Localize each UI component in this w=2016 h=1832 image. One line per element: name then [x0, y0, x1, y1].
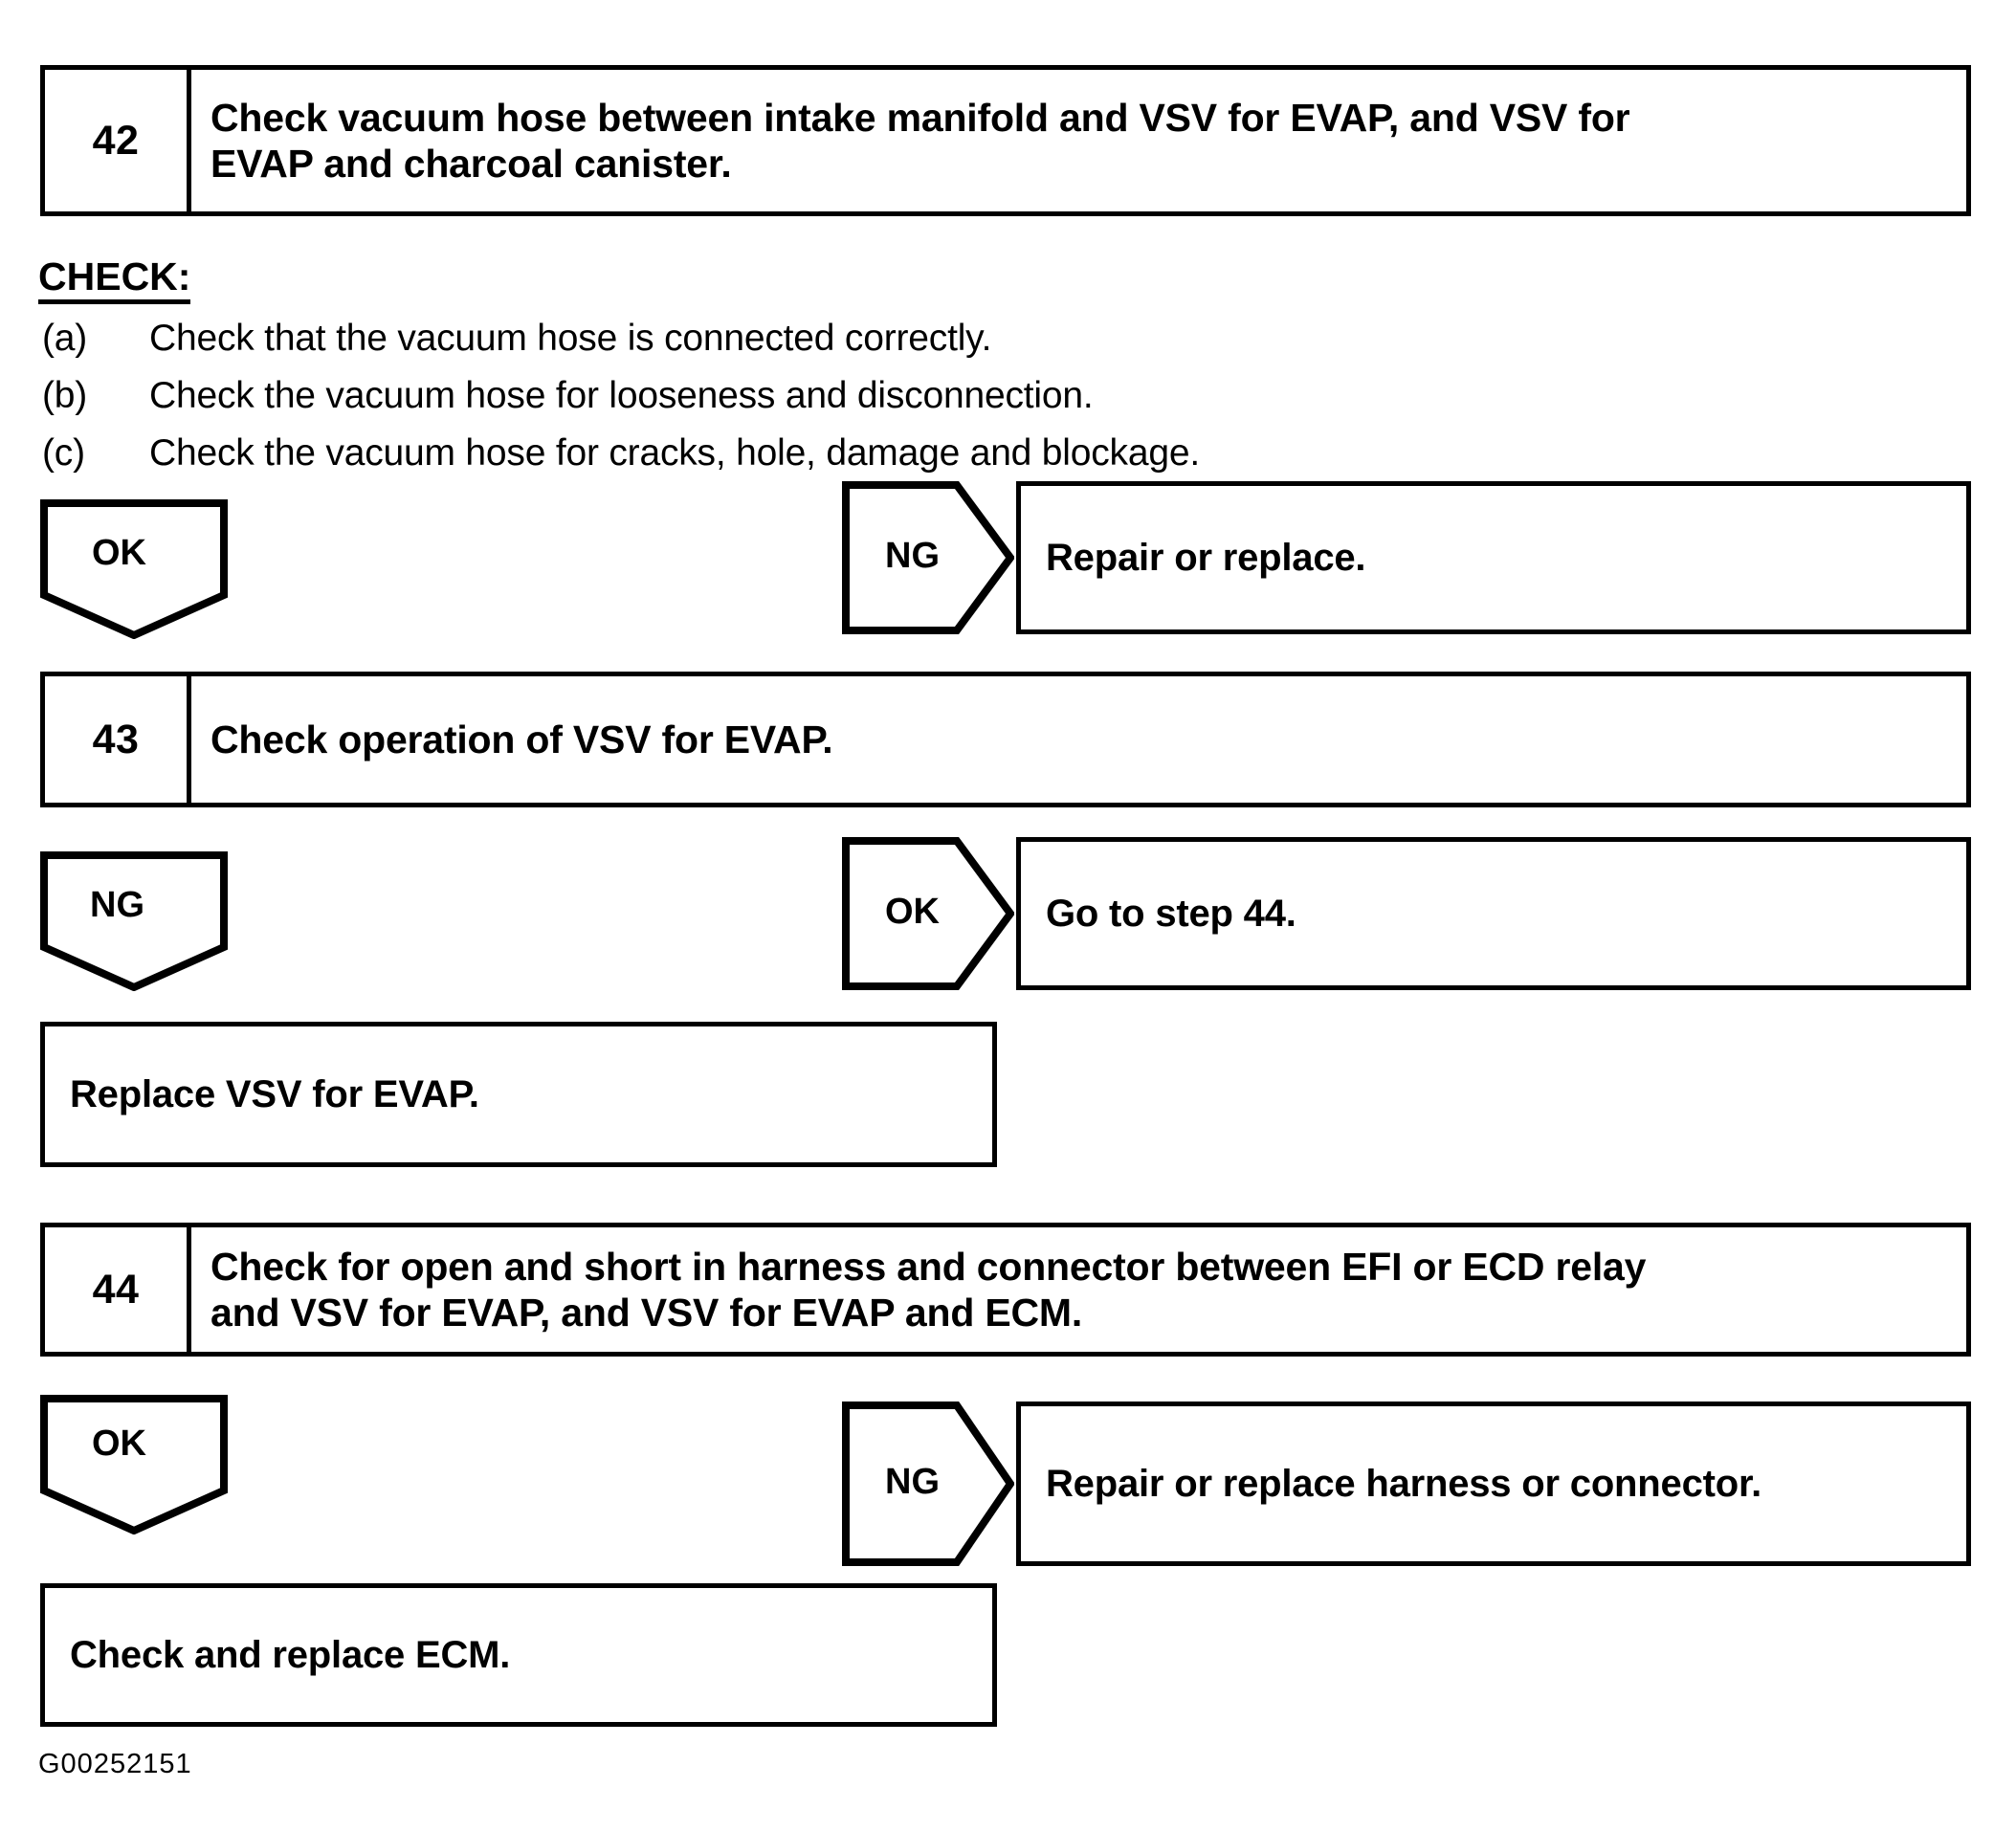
pentagon-right-shape [842, 481, 1014, 634]
check-item-a: (a) Check that the vacuum hose is connect… [42, 318, 991, 360]
connector-ok-down-1-label: OK [92, 533, 146, 573]
check-item-a-text: Check that the vacuum hose is connected … [149, 318, 992, 359]
step-text-44-line-1: Check for open and short in harness and … [210, 1244, 1647, 1289]
step-box-44: 44 Check for open and short in harness a… [40, 1223, 1971, 1357]
connector-ok-right-2-label: OK [885, 892, 940, 932]
connector-ng-down-2-label: NG [90, 885, 144, 925]
connector-ok-right-2 [842, 837, 1014, 990]
result-text-check-ecm: Check and replace ECM. [70, 1633, 511, 1676]
pentagon-down-shape [40, 499, 228, 639]
result-box-repair-or-replace: Repair or replace. [1016, 481, 1971, 634]
connector-ng-right-1-label: NG [885, 536, 940, 576]
check-item-b: (b) Check the vacuum hose for looseness a… [42, 375, 1094, 417]
check-item-c-marker: (c) [42, 432, 85, 474]
result-box-replace-vsv: Replace VSV for EVAP. [40, 1022, 997, 1167]
connector-ok-down-3 [40, 1395, 228, 1534]
step-text-44-line-2: and VSV for EVAP, and VSV for EVAP and E… [210, 1291, 1083, 1335]
check-heading: CHECK: [38, 255, 191, 305]
check-item-c-text: Check the vacuum hose for cracks, hole, … [149, 432, 1200, 474]
result-text-go-to-step-44: Go to step 44. [1046, 892, 1296, 935]
figure-id-label: G00252151 [38, 1749, 192, 1779]
connector-ok-down-1 [40, 499, 228, 639]
step-number-42: 42 [45, 70, 191, 211]
pentagon-down-shape [40, 1395, 228, 1534]
step-text-42-line-1: Check vacuum hose between intake manifol… [210, 95, 1630, 140]
step-text-42: Check vacuum hose between intake manifol… [191, 70, 1966, 211]
check-heading-wrap: CHECK: [38, 255, 191, 305]
step-box-43: 43 Check operation of VSV for EVAP. [40, 672, 1971, 807]
connector-ng-right-3 [842, 1402, 1014, 1566]
check-item-a-marker: (a) [42, 318, 88, 359]
step-text-44: Check for open and short in harness and … [191, 1227, 1966, 1352]
step-text-42-line-2: EVAP and charcoal canister. [210, 142, 732, 186]
step-number-44: 44 [45, 1227, 191, 1352]
pentagon-right-shape [842, 837, 1014, 990]
step-text-43-line-1: Check operation of VSV for EVAP. [210, 717, 833, 761]
result-box-check-ecm: Check and replace ECM. [40, 1583, 997, 1727]
step-box-42: 42 Check vacuum hose between intake mani… [40, 65, 1971, 216]
pentagon-right-shape [842, 1402, 1014, 1566]
step-number-43: 43 [45, 676, 191, 803]
check-item-b-text: Check the vacuum hose for looseness and … [149, 375, 1094, 416]
result-text-replace-vsv: Replace VSV for EVAP. [70, 1072, 479, 1115]
result-box-repair-harness: Repair or replace harness or connector. [1016, 1402, 1971, 1566]
step-text-43: Check operation of VSV for EVAP. [191, 676, 1966, 803]
result-box-go-to-step-44: Go to step 44. [1016, 837, 1971, 990]
check-item-b-marker: (b) [42, 375, 88, 416]
pentagon-down-shape [40, 851, 228, 991]
check-item-c: (c) Check the vacuum hose for cracks, hol… [42, 432, 1200, 475]
connector-ng-down-2 [40, 851, 228, 991]
connector-ok-down-3-label: OK [92, 1424, 146, 1464]
connector-ng-right-3-label: NG [885, 1462, 940, 1502]
connector-ng-right-1 [842, 481, 1014, 634]
result-text-repair-harness: Repair or replace harness or connector. [1046, 1462, 1762, 1505]
result-text-repair-or-replace: Repair or replace. [1046, 536, 1366, 579]
